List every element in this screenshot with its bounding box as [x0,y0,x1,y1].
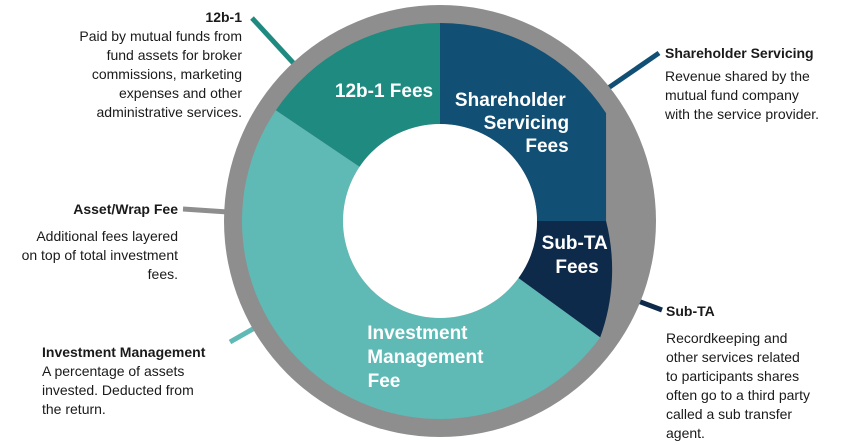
label-sub-ta-fees: Sub-TA Fees [542,233,613,278]
annotation-sub-ta-line: called a sub transfer [666,406,793,422]
segment-shareholder-servicing-fees [440,23,607,221]
annotation-asset-wrap-title: Asset/Wrap Fee [73,201,178,217]
label-12b1-fees: 12b-1 Fees [335,81,433,102]
annotation-shareholder-servicing: Shareholder Servicing Revenue shared by … [665,44,819,124]
annotation-sub-ta-line: other services related [666,349,800,365]
annotation-12b1-line: Paid by mutual funds from [79,28,242,44]
segment-investment-management [241,110,601,420]
annotation-sub-ta-line: often go to a third party [666,387,810,403]
label-investment-management-fee: Investment Management Fee [367,323,489,392]
annotation-sub-ta-line: Recordkeeping and [666,330,788,346]
annotation-asset-wrap-line: Additional fees layered [36,228,178,244]
annotation-12b1-line: fund assets for broker [106,47,242,63]
annotation-sub-ta-line: to participants shares [666,368,800,384]
donut-center-hole [343,124,537,318]
annotation-shareholder-servicing-title: Shareholder Servicing [665,45,814,61]
annotation-investment-management-line: A percentage of assets [42,363,185,379]
annotation-investment-management-line: the return. [42,401,106,417]
annotation-12b1-line: expenses and other [119,85,242,101]
annotation-sub-ta-line: agent. [666,425,705,441]
annotation-12b1-line: commissions, marketing [91,66,242,82]
annotation-asset-wrap-line: on top of total investment [21,247,178,263]
annotation-asset-wrap-line: fees. [147,266,178,282]
segment-sub-ta-fees [518,221,613,338]
leader-line-asset-wrap [182,206,229,215]
annotation-shareholder-servicing-line: with the service provider. [665,106,820,122]
annotation-12b1-line: administrative services. [96,104,243,120]
annotation-investment-management-title: Investment Management [42,344,206,360]
annotation-investment-management: Investment Management A percentage of as… [42,343,205,419]
segment-12b1-fees [275,23,440,167]
annotation-12b1-title: 12b-1 [205,9,242,25]
annotation-shareholder-servicing-line: mutual fund company [665,87,799,103]
annotation-12b1: 12b-1 Paid by mutual funds from fund ass… [79,8,242,122]
label-shareholder-servicing-fees: Shareholder Servicing Fees [455,90,574,157]
annotation-sub-ta-title: Sub-TA [666,303,715,319]
annotation-shareholder-servicing-line: Revenue shared by the [665,68,810,84]
annotation-sub-ta: Sub-TA Recordkeeping and other services … [666,302,810,443]
annotation-asset-wrap: Asset/Wrap Fee Additional fees layered o… [22,200,178,284]
annotation-investment-management-line: invested. Deducted from [42,382,194,398]
